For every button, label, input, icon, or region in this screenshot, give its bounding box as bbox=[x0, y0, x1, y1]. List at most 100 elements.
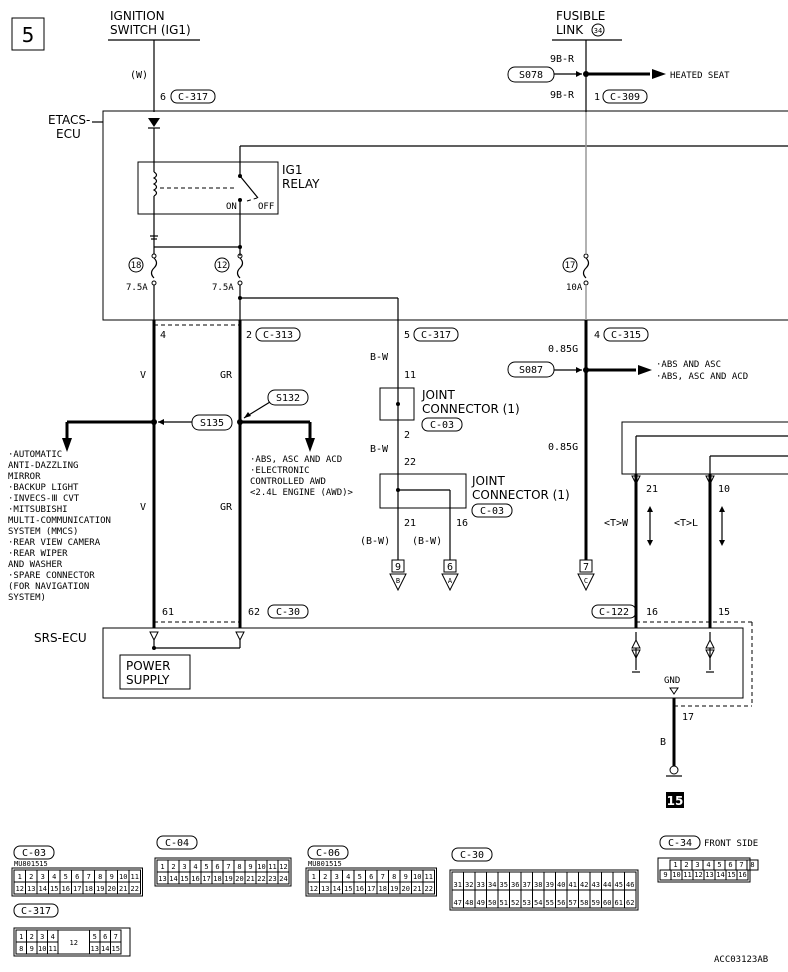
ignition-wire-color: (W) bbox=[130, 70, 148, 81]
wire-bw-2: B-W bbox=[370, 444, 389, 455]
connector-pin-number: 13 bbox=[158, 875, 166, 883]
wire-v-upper: V bbox=[140, 370, 146, 381]
svg-text:12: 12 bbox=[217, 261, 228, 271]
left-dest-line: SYSTEM) bbox=[8, 593, 46, 603]
connector-pin-number: 13 bbox=[27, 885, 35, 893]
relay-label-1: IG1 bbox=[282, 163, 302, 177]
connector-pin-number: 6 bbox=[103, 933, 107, 941]
svg-text:C-313: C-313 bbox=[263, 330, 293, 341]
connector-pin-cell bbox=[128, 881, 141, 895]
svg-text:S135: S135 bbox=[200, 418, 224, 429]
wire-085g-lower: 0.85G bbox=[548, 442, 578, 453]
svg-text:9: 9 bbox=[395, 562, 401, 573]
svg-text:S087: S087 bbox=[519, 365, 543, 376]
connector-pin-number: 5 bbox=[358, 873, 362, 881]
connector-pin-number: 15 bbox=[344, 885, 352, 893]
splice-s132: S132 bbox=[267, 389, 309, 406]
lower-pin-15: 15 bbox=[718, 607, 730, 618]
connector-pin-number: 14 bbox=[39, 885, 47, 893]
connector-pin-number: 7 bbox=[381, 873, 385, 881]
svg-text:S132: S132 bbox=[276, 393, 300, 404]
svg-text:C-03: C-03 bbox=[480, 506, 504, 517]
joint2-pin-a: 21 bbox=[404, 518, 416, 529]
joint1-label-2: CONNECTOR (1) bbox=[422, 402, 520, 416]
joint2-pin-top: 22 bbox=[404, 457, 416, 468]
connector-tag-c03-b: C-03 bbox=[471, 503, 513, 518]
splice-s135: S135 bbox=[191, 414, 233, 431]
connector-pin-number: 54 bbox=[534, 899, 542, 907]
connector-label-tag: C-06 bbox=[307, 845, 349, 860]
connector-label: C-04 bbox=[165, 838, 189, 849]
connector-pin-number: 11 bbox=[425, 873, 433, 881]
connector-pin-cell bbox=[624, 889, 637, 909]
connector-pin-number: 7 bbox=[226, 863, 230, 871]
heated-seat-label: HEATED SEAT bbox=[670, 71, 730, 81]
srs-ecu-box bbox=[102, 627, 744, 699]
connector-pin-number: 3 bbox=[40, 933, 44, 941]
ignition-label-2: SWITCH (IG1) bbox=[110, 23, 191, 37]
lower-pin-17: 17 bbox=[682, 712, 694, 723]
connector-pin-number: 10 bbox=[38, 945, 46, 953]
wire-b: B bbox=[660, 737, 666, 748]
connector-pin-number: 57 bbox=[569, 899, 577, 907]
wire-bw-1: B-W bbox=[370, 352, 389, 363]
connector-pin-number: 4 bbox=[706, 861, 710, 869]
connector-pin-number: 38 bbox=[534, 881, 542, 889]
connector-pin-number: 13 bbox=[91, 945, 99, 953]
connector-pin-number: 13 bbox=[321, 885, 329, 893]
connector-pin-number: 15 bbox=[727, 871, 735, 879]
connector-pin-number: 5 bbox=[64, 873, 68, 881]
connector-part-number: MU801515 bbox=[308, 860, 342, 868]
svg-text:C-309: C-309 bbox=[610, 92, 640, 103]
connector-pin-number: 17 bbox=[202, 875, 210, 883]
connector-pin-number: 10 bbox=[119, 873, 127, 881]
connector-label: C-34 bbox=[668, 838, 692, 849]
connector-pin-number: 20 bbox=[108, 885, 116, 893]
etacs-ecu-box bbox=[102, 110, 788, 321]
ignition-pin: 6 bbox=[160, 92, 166, 103]
connector-pin-number: 21 bbox=[413, 885, 421, 893]
connector-pin-number: 11 bbox=[268, 863, 276, 871]
connector-pin-number: 5 bbox=[204, 863, 208, 871]
connector-pin-number: 12 bbox=[310, 885, 318, 893]
power-supply-line1: POWER bbox=[126, 659, 170, 673]
left-dest-line: ANTI-DAZZLING bbox=[8, 461, 78, 471]
connector-pin-number: 16 bbox=[356, 885, 364, 893]
left-dest-line: MIRROR bbox=[8, 472, 41, 482]
mid-dest-line: ·ABS, ASC AND ACD bbox=[250, 455, 342, 465]
ig1-relay-box bbox=[137, 161, 279, 215]
svg-text:7.5A: 7.5A bbox=[126, 283, 148, 293]
connector-pin-number: 53 bbox=[523, 899, 531, 907]
connector-pin-number: 7 bbox=[739, 861, 743, 869]
svg-text:10A: 10A bbox=[566, 283, 583, 293]
left-dest-line: (FOR NAVIGATION bbox=[8, 582, 89, 592]
right-dest-2: ·ABS, ASC AND ACD bbox=[656, 372, 748, 382]
connector-label: C-06 bbox=[316, 848, 340, 859]
svg-text:C-30: C-30 bbox=[276, 607, 300, 618]
left-dest-line: ·SPARE CONNECTOR bbox=[8, 571, 95, 581]
svg-text:C-122: C-122 bbox=[599, 607, 629, 618]
connector-pin-number: 8 bbox=[750, 861, 754, 869]
document-id: ACC03123AB bbox=[714, 955, 768, 965]
connector-tag-c313: C-313 bbox=[255, 327, 301, 342]
fuse-12: 12 7.5A bbox=[212, 253, 244, 293]
connector-label: C-03 bbox=[22, 848, 46, 859]
srs-ecu-label: SRS-ECU bbox=[34, 631, 87, 645]
left-dest-line: ·BACKUP LIGHT bbox=[8, 483, 79, 493]
connector-pin-number: 51 bbox=[500, 899, 508, 907]
connector-pin-number: 39 bbox=[546, 881, 554, 889]
fusible-label-2: LINK bbox=[556, 23, 584, 37]
connector-pin-number: 24 bbox=[279, 875, 287, 883]
connector-pin-number: 4 bbox=[52, 873, 56, 881]
svg-text:17: 17 bbox=[565, 261, 576, 271]
connector-pin-number: 42 bbox=[580, 881, 588, 889]
connector-pin-number: 2 bbox=[30, 933, 34, 941]
connector-pin-number: 11 bbox=[683, 871, 691, 879]
page-number: 5 bbox=[22, 23, 35, 47]
joint2-label-2: CONNECTOR (1) bbox=[472, 488, 570, 502]
connector-pin-number: 9 bbox=[110, 873, 114, 881]
connector-pin-number: 56 bbox=[557, 899, 565, 907]
connector-pin-number: 6 bbox=[75, 873, 79, 881]
